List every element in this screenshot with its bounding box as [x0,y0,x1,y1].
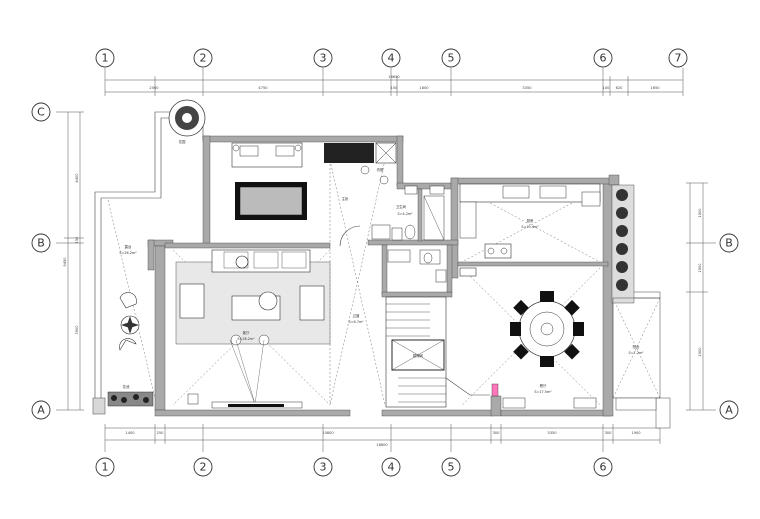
room-bath-name: 卫生间 [396,204,407,209]
room-balcony-area: S=7.2m² [628,351,644,355]
axis-bubbles-left: C B A [31,102,51,420]
axis-bubble-bottom-4: 4 [381,457,401,477]
dim-bottom-2: 250 [157,431,165,435]
svg-text:2: 2 [200,461,207,474]
axis-bubble-left-B: B [31,233,51,253]
bath-furniture [371,185,447,283]
axis-bubble-left-A: A [31,400,51,420]
dimension-lines [56,68,716,452]
room-planter-name: 花池 [123,384,130,389]
axis-bubbles-right: B A [719,233,739,420]
plants [107,99,661,411]
right-dimensions: 1500 1500 1900 [698,208,702,357]
svg-text:2: 2 [200,52,207,65]
room-balcony-name: 阳台 [633,344,640,349]
svg-text:4: 4 [388,52,395,65]
walls [92,111,671,429]
dim-total-top: 16650 [388,75,400,79]
svg-text:6: 6 [600,52,607,65]
dim-bottom-6: 300 [605,431,613,435]
dim-left-2: 150 [75,236,79,244]
room-garden-name: 花园 [179,139,186,144]
room-stair-name: 楼梯间 [413,353,424,358]
svg-text:5: 5 [448,461,455,474]
axis-bubble-top-2: 2 [193,48,213,68]
axis-bubbles-top: 1 2 3 4 5 6 7 [95,48,688,68]
axis-bubble-bottom-1: 1 [95,457,115,477]
svg-text:C: C [37,106,45,119]
axis-bubble-top-6: 6 [593,48,613,68]
room-kitchen-name: 厨房 [527,218,534,223]
room-bedroom-name: 主卧 [342,196,349,201]
svg-text:A: A [725,404,733,417]
dim-bottom-4: 300 [493,431,501,435]
room-bath-area: S=4.2m² [397,212,413,216]
svg-text:6: 6 [600,461,607,474]
svg-text:B: B [725,237,733,250]
top-dimensions: 16650 2560 4750 150 1800 3350 100 620 16… [149,75,660,90]
bedroom-furniture [231,142,397,247]
room-closet-name: 衣帽 [377,167,384,172]
room-terrace-area: S=26.2m² [119,251,137,255]
axis-bubble-right-A: A [719,400,739,420]
terrace-furniture [119,292,140,351]
left-dimensions: 9450 4400 150 3900 [63,173,79,335]
dim-right-1: 1500 [698,208,702,218]
room-kitchen-area: S=10.4m² [521,225,539,229]
dim-top-6: 100 [603,86,611,90]
axis-bubble-bottom-3: 3 [313,457,333,477]
axis-bubble-top-1: 1 [95,48,115,68]
room-labels: 主卧 衣帽 卫生间 S=4.2m² 厨房 S=10.4m² 客厅 S=28.2m… [119,139,644,394]
dim-bottom-5: 3350 [547,431,557,435]
dim-left-3: 3900 [75,325,79,335]
dim-bottom-1: 1400 [125,431,135,435]
axis-bubble-top-3: 3 [313,48,333,68]
dim-right-2: 1500 [698,263,702,273]
dim-total-bottom: 18600 [376,443,388,447]
kitchen-furniture [459,183,601,277]
dim-right-3: 1900 [698,347,702,357]
dim-left-1: 4400 [75,173,79,183]
axis-bubble-bottom-2: 2 [193,457,213,477]
svg-text:1: 1 [102,52,109,65]
room-hall-name: 过道 [353,313,360,318]
svg-text:7: 7 [675,52,682,65]
svg-text:3: 3 [320,52,327,65]
dim-top-8: 1650 [650,86,660,90]
axis-bubble-top-4: 4 [381,48,401,68]
room-living-name: 客厅 [243,330,250,335]
svg-text:4: 4 [388,461,395,474]
living-room-furniture [175,249,331,409]
svg-text:3: 3 [320,461,327,474]
dim-top-7: 620 [616,86,624,90]
dim-top-4: 1800 [419,86,429,90]
axis-bubble-bottom-6: 6 [593,457,613,477]
svg-text:5: 5 [448,52,455,65]
svg-text:1: 1 [102,461,109,474]
dining-furniture [502,291,597,409]
axis-bubble-top-5: 5 [441,48,461,68]
dim-top-2: 4750 [258,86,268,90]
room-dining-area: S=17.5m² [534,390,552,394]
room-dining-name: 餐厅 [540,383,547,388]
dim-top-5: 3350 [522,86,532,90]
dim-top-1: 2560 [149,86,159,90]
axis-bubble-right-B: B [719,233,739,253]
dim-left-total: 9450 [63,257,67,267]
svg-text:A: A [37,404,45,417]
axis-bubble-bottom-5: 5 [441,457,461,477]
axis-bubbles-bottom: 1 2 3 4 5 6 [95,457,613,477]
room-living-area: S=28.2m² [237,337,255,341]
staircase [385,296,499,408]
dim-bottom-3: 10800 [322,431,334,435]
room-hall-area: S=6.7m² [348,320,364,324]
axis-bubble-top-7: 7 [668,48,688,68]
axis-bubble-left-C: C [31,102,51,122]
room-terrace-name: 露台 [125,244,132,249]
dim-bottom-7: 1900 [631,431,641,435]
bottom-dimensions: 1400 250 10800 300 3350 300 1900 18600 [125,431,641,447]
dim-top-3: 150 [391,86,399,90]
svg-text:B: B [37,237,45,250]
